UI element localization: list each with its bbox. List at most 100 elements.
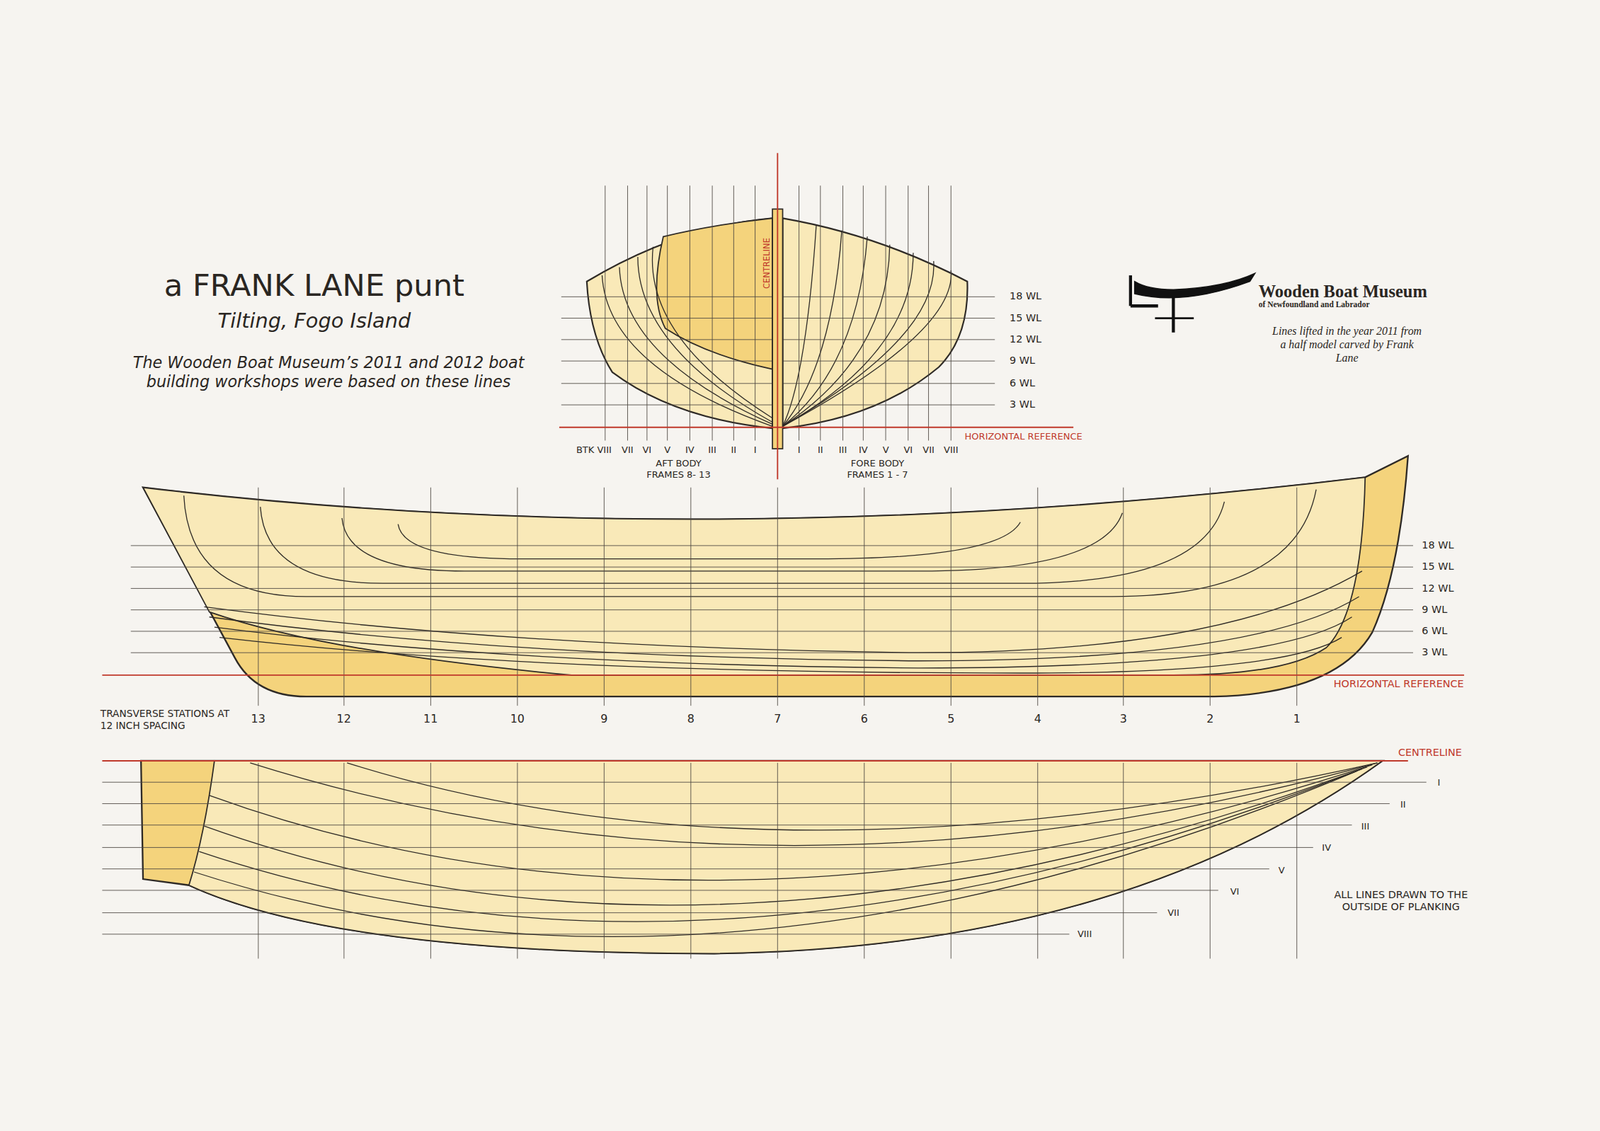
grid-line — [430, 763, 432, 960]
profile-planking — [143, 477, 1365, 676]
grid-line — [1209, 487, 1211, 706]
drawing-stroke — [559, 426, 1074, 429]
drawing-label: VII — [921, 444, 936, 456]
grid-line — [646, 185, 648, 441]
grid-line — [863, 487, 865, 706]
drawing-label: TRANSVERSE STATIONS AT 12 INCH SPACING — [99, 707, 240, 732]
drawing-label: 2 — [1204, 712, 1215, 727]
drawing-label: of Newfoundland and Labrador — [1257, 300, 1372, 311]
grid-line — [863, 763, 865, 960]
drawing-label: CENTRELINE — [762, 237, 773, 289]
drawing-label: IV — [1320, 842, 1333, 854]
grid-line — [130, 652, 1414, 654]
drawing-stroke — [783, 270, 952, 427]
grid-line — [754, 185, 756, 441]
drawing-stroke — [260, 501, 1225, 584]
grid-line — [950, 763, 952, 960]
drawing-label: 18 WL — [1008, 290, 1043, 304]
drawing-label: Wooden Boat Museum — [1257, 281, 1429, 302]
grid-line — [101, 889, 1218, 891]
drawing-stroke — [203, 767, 1368, 906]
grid-line — [430, 487, 432, 706]
drawing-label: HORIZONTAL REFERENCE — [1332, 678, 1466, 691]
drawing-stroke — [193, 770, 1358, 937]
drawing-label: 10 — [509, 712, 527, 727]
aft-half-section — [586, 218, 773, 429]
fore-half-section — [783, 218, 968, 429]
drawing-stroke — [783, 224, 817, 427]
drawing-label: II — [1398, 799, 1408, 811]
grid-line — [666, 185, 668, 441]
drawing-label: Lines lifted in the year 2011 from a hal… — [1269, 324, 1426, 366]
grid-line — [101, 782, 1426, 784]
grid-line — [101, 912, 1157, 914]
grid-line — [689, 185, 691, 441]
grid-line — [130, 545, 1414, 546]
grid-line — [343, 763, 345, 960]
drawing-label: VI — [901, 444, 914, 456]
drawing-label: AFT BODY FRAMES 8- 13 — [637, 458, 720, 480]
drawing-label: 7 — [772, 712, 783, 727]
grid-line — [885, 185, 887, 441]
drawing-stroke — [776, 152, 779, 480]
grid-line — [1037, 763, 1038, 960]
grid-line — [1037, 487, 1038, 706]
drawing-label: 11 — [421, 712, 439, 727]
drawing-stroke — [1130, 304, 1159, 308]
grid-line — [101, 803, 1390, 805]
drawing-label: III — [837, 444, 849, 456]
drawing-label: 12 WL — [1420, 582, 1455, 595]
grid-line — [130, 630, 1414, 632]
drawing-label: V — [662, 444, 672, 456]
grid-line — [712, 185, 713, 441]
grid-line — [257, 487, 259, 706]
grid-line — [863, 185, 864, 441]
plan-waterlines — [193, 763, 1377, 938]
drawing-stroke — [198, 768, 1363, 922]
grid-line — [603, 487, 605, 706]
profile-lines — [184, 489, 1363, 674]
drawing-label: III — [706, 444, 718, 456]
drawing-label: BTK VIII — [574, 444, 614, 456]
drawing-label: V — [881, 444, 891, 456]
drawing-label: 15 WL — [1420, 561, 1455, 574]
drawing-label: 13 — [249, 712, 267, 727]
drawing-label: II — [729, 444, 738, 456]
grid-line — [842, 185, 844, 441]
museum-logo — [1130, 273, 1256, 333]
drawing-label: 12 — [335, 712, 353, 727]
drawing-stroke — [397, 522, 1021, 560]
grid-line — [1296, 487, 1297, 706]
grid-line — [1122, 763, 1124, 960]
grid-line — [690, 487, 691, 706]
drawing-label: CENTRELINE — [1396, 746, 1464, 759]
drawing-stroke — [249, 763, 1377, 847]
drawing-stroke — [209, 596, 1360, 662]
grid-line — [101, 868, 1269, 870]
grid-line — [130, 567, 1414, 568]
drawing-label: FORE BODY FRAMES 1 - 7 — [836, 458, 919, 480]
drawing-label: VIII — [1076, 929, 1094, 941]
drawing-label: 9 WL — [1420, 603, 1449, 616]
drawing-label: VII — [1166, 907, 1181, 919]
grid-line — [101, 824, 1352, 826]
grid-line — [690, 763, 691, 960]
drawing-stroke — [1134, 273, 1256, 299]
grid-line — [733, 185, 735, 441]
grid-line — [516, 763, 518, 960]
drawing-label: I — [1435, 777, 1442, 789]
grid-line — [1296, 763, 1297, 960]
grid-line — [928, 185, 929, 441]
grid-line — [777, 487, 779, 706]
grid-line — [777, 763, 779, 960]
drawing-label: 12 WL — [1008, 333, 1043, 346]
drawing-stroke — [1154, 317, 1194, 320]
grid-lines — [101, 185, 1426, 959]
drawing-stroke — [1171, 298, 1175, 333]
drawing-label: 1 — [1292, 712, 1302, 727]
drawing-stroke — [783, 261, 934, 427]
grid-line — [627, 185, 628, 441]
drawing-label: 3 WL — [1008, 399, 1037, 412]
transom — [140, 761, 1383, 954]
